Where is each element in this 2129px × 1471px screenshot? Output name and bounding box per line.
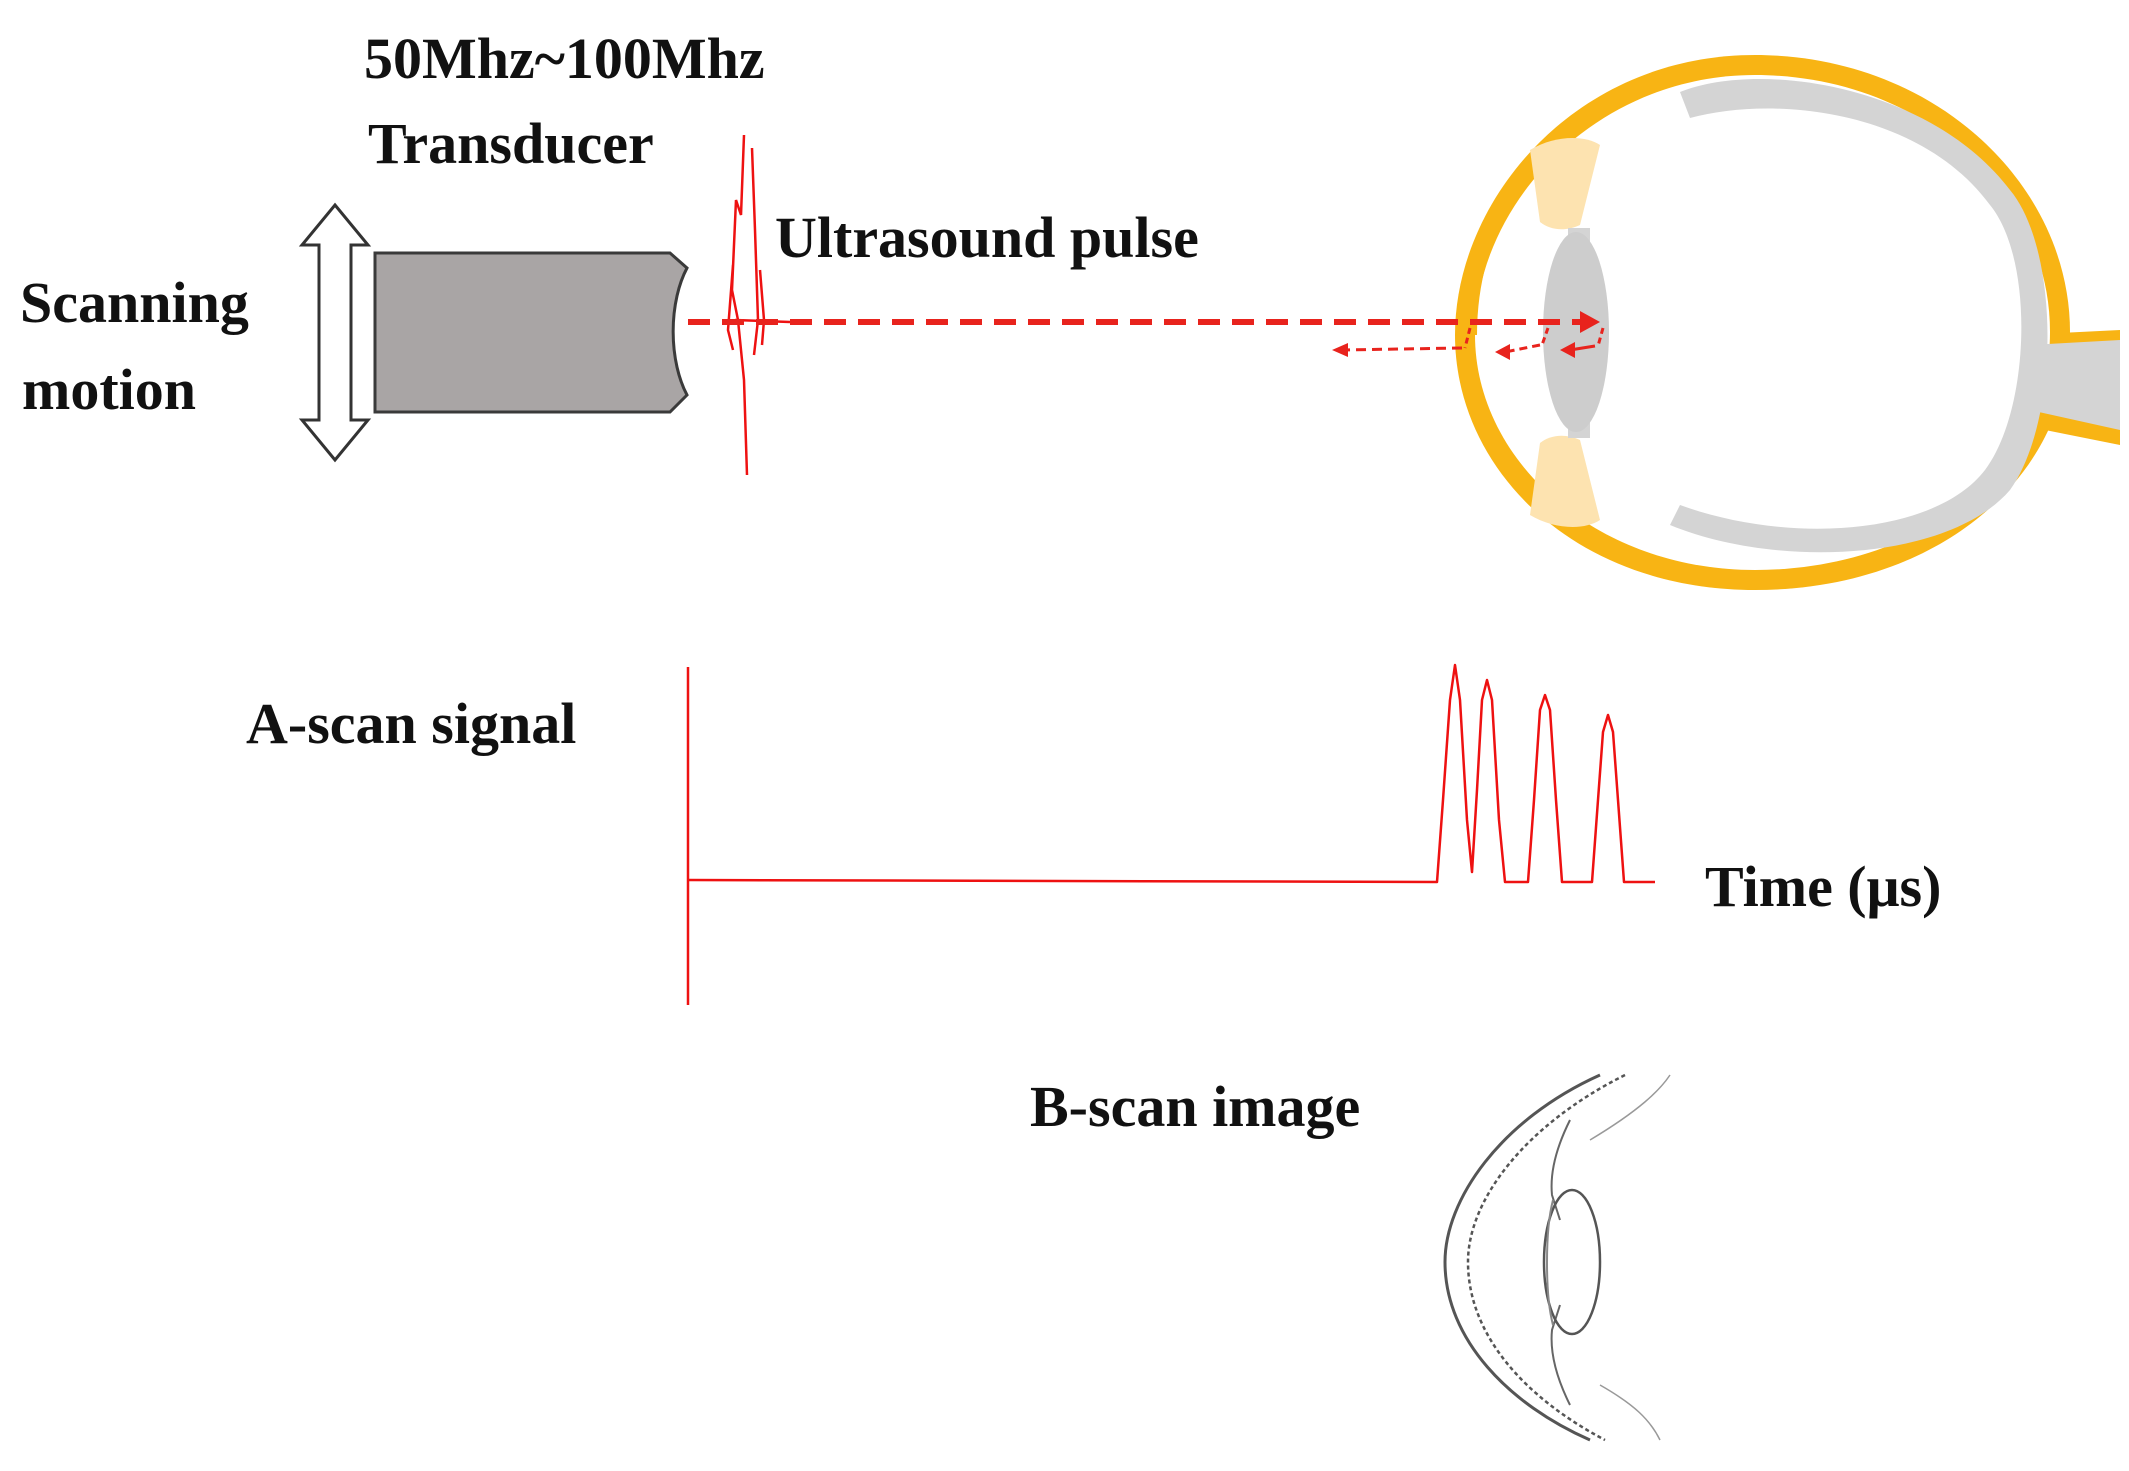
pulse-waveform: [726, 134, 766, 476]
bscan-image-label: B-scan image: [1030, 1074, 1360, 1139]
eye-outline-sketch-icon: [1440, 1070, 1680, 1442]
ascan-signal-label: A-scan signal: [246, 691, 576, 756]
bscan-frame: [1440, 1070, 1680, 1442]
double-arrow-icon: [298, 202, 372, 463]
frequency-label: 50Mhz~100Mhz: [364, 26, 765, 91]
scanning-motion-label-line2: motion: [22, 357, 196, 422]
beam-path: [688, 311, 1600, 333]
transducer-label: Transducer: [368, 111, 654, 176]
ascan-plot: [686, 663, 1655, 1005]
echo-arrows: [1332, 327, 1605, 360]
eye-cross-section-icon: [1455, 55, 2120, 590]
ascan-waveform: [687, 663, 1655, 884]
scanning-motion-label-line1: Scanning: [20, 270, 249, 335]
time-axis-label: Time (μs): [1705, 854, 1941, 919]
transducer-probe-icon: [373, 251, 689, 414]
pulse-label: Ultrasound pulse: [775, 205, 1199, 270]
